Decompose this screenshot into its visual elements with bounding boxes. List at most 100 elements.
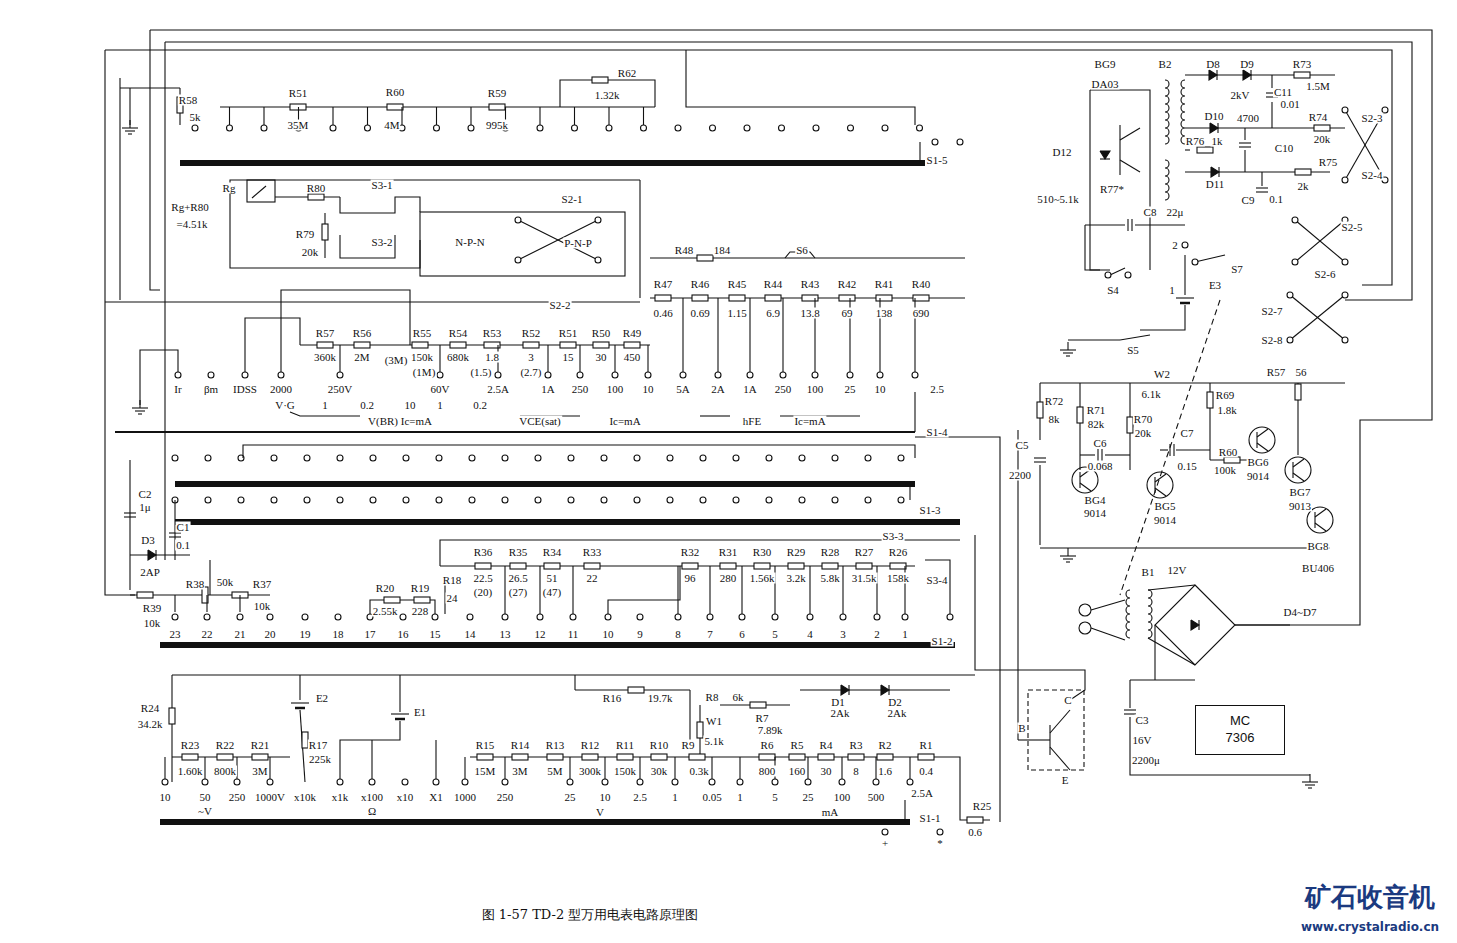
part-label: R28	[820, 547, 840, 558]
battery-symbol	[295, 707, 305, 710]
part-label: (47)	[542, 587, 562, 598]
wire	[172, 674, 975, 675]
resistor-symbol	[182, 754, 198, 760]
part-label: 82k	[1087, 419, 1106, 430]
resistor-symbol	[387, 104, 403, 110]
wire	[1080, 454, 1095, 455]
capacitor-symbol	[1239, 146, 1251, 147]
wire	[547, 345, 548, 372]
part-label: R5	[790, 740, 805, 751]
part-label: 9014	[1246, 471, 1270, 482]
switch-contact	[337, 779, 343, 785]
part-label: 2200	[1008, 470, 1032, 481]
transistor-symbol	[1256, 432, 1257, 448]
part-label: (2.7)	[519, 367, 542, 378]
switch-contact	[737, 779, 743, 785]
part-label: 0.15	[1176, 461, 1197, 472]
wire	[807, 757, 808, 779]
part-label: 17	[364, 629, 377, 640]
part-label: D10	[1204, 111, 1225, 122]
part-label: E	[1061, 775, 1070, 786]
part-label: 1	[901, 629, 909, 640]
part-label: 3	[527, 352, 535, 363]
part-label: 5.1k	[703, 736, 724, 747]
coil-symbol	[1165, 160, 1169, 200]
wiring	[105, 30, 1432, 835]
wire	[1140, 305, 1185, 330]
part-label: 3	[839, 629, 847, 640]
switch-contact	[907, 779, 913, 785]
part-label: 24	[446, 593, 459, 604]
switch-contact	[634, 497, 640, 503]
wire	[339, 345, 340, 372]
part-label: R16	[602, 693, 622, 704]
resistor-symbol	[876, 295, 892, 301]
wire	[130, 554, 190, 555]
switch-contact	[568, 497, 574, 503]
resistor-symbol	[412, 342, 428, 348]
part-label: 18	[332, 629, 345, 640]
switch-symbol	[1110, 268, 1125, 275]
part-label: 0.4	[918, 766, 934, 777]
transistor-symbol	[1315, 523, 1326, 531]
part-label: 7.89k	[757, 725, 784, 736]
part-label: 0.2	[472, 400, 488, 411]
part-label: 360k	[313, 352, 337, 363]
part-label: (27)	[508, 587, 528, 598]
part-label: 1.8	[484, 352, 500, 363]
part-label: Rg+R80	[170, 202, 209, 213]
part-label: R4	[819, 740, 834, 751]
wire	[440, 540, 960, 566]
resistor-symbol	[560, 342, 576, 348]
part-label: 25	[564, 792, 577, 803]
switch-contact	[595, 217, 601, 223]
part-label: R45	[727, 279, 747, 290]
switch-contact	[172, 614, 178, 620]
part-label: R34	[542, 547, 562, 558]
part-label: 138	[875, 308, 894, 319]
part-label: R37	[252, 579, 272, 590]
switch-contact	[874, 614, 880, 620]
wire	[1050, 747, 1070, 770]
capacitor-symbol	[1256, 191, 1268, 192]
part-label: 5	[771, 792, 779, 803]
wire	[1040, 739, 1050, 740]
part-label: R43	[800, 279, 820, 290]
ground-symbol	[1063, 352, 1073, 353]
switch-contact	[572, 125, 578, 131]
switch-contact	[568, 455, 574, 461]
resistor-symbol	[582, 754, 598, 760]
part-label: 500	[867, 792, 886, 803]
part-label: R44	[763, 279, 783, 290]
part-label: 690	[912, 308, 931, 319]
part-label: 9014	[1153, 515, 1177, 526]
switch-contact	[772, 779, 778, 785]
switch-contact	[278, 372, 284, 378]
wire	[171, 675, 172, 782]
battery-symbol	[395, 718, 405, 721]
part-label: 10	[874, 384, 887, 395]
resistor-symbol	[1314, 125, 1330, 131]
part-label: R25	[972, 801, 992, 812]
part-label: R55	[412, 328, 432, 339]
wire	[925, 560, 950, 617]
part-label: 2k	[1297, 181, 1310, 192]
part-label: 10	[159, 792, 172, 803]
capacitor-symbol	[1097, 449, 1098, 461]
part-label: 10	[602, 629, 615, 640]
part-label: 56	[1295, 367, 1308, 378]
part-label: R15	[475, 740, 495, 751]
part-label: S3-2	[371, 237, 394, 248]
part-label: D2	[887, 697, 902, 708]
wire	[539, 107, 540, 125]
wire	[371, 740, 372, 779]
switch-contact	[733, 497, 739, 503]
part-label: S3-4	[926, 575, 949, 586]
diode-symbol	[1218, 167, 1219, 177]
part-label: R31	[718, 547, 738, 558]
part-label: 12	[534, 629, 547, 640]
regulator-box: MC 7306	[1195, 705, 1285, 755]
part-label: S3-3	[882, 531, 905, 542]
part-label: 2A	[710, 384, 725, 395]
part-label: 6k	[732, 692, 745, 703]
